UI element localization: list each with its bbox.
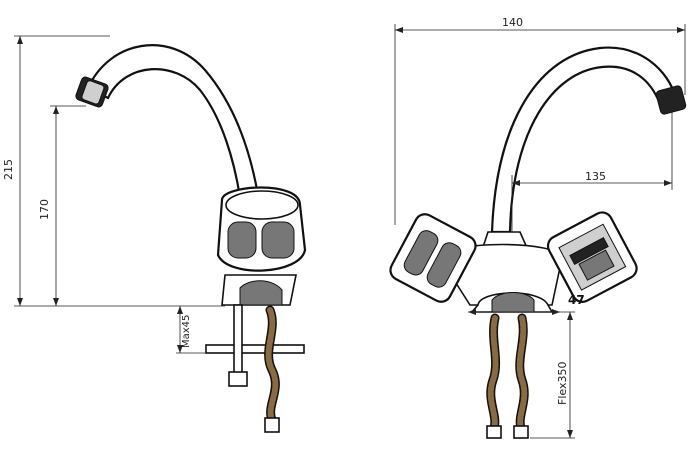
front-left-handle <box>389 213 477 303</box>
arrow-left-icon <box>512 180 520 186</box>
arrow-down-icon <box>53 298 59 306</box>
dim-label-47: 47 <box>568 293 585 307</box>
arrow-up-icon <box>567 312 573 320</box>
front-hose-right-braid <box>516 315 528 431</box>
dim-label-135: 135 <box>585 170 606 183</box>
arrow-down-icon <box>177 345 183 353</box>
front-hose-fitting-left <box>486 425 502 439</box>
side-nut <box>228 371 248 387</box>
side-spout <box>86 44 260 199</box>
side-aerator-ring <box>81 80 105 105</box>
arrow-left-icon <box>395 27 403 33</box>
arrow-up-icon <box>17 36 23 44</box>
front-right-handle <box>546 211 638 303</box>
side-mount-plate <box>205 344 305 354</box>
front-aerator <box>655 85 687 115</box>
side-handle-facet-right <box>261 221 295 259</box>
dim-label-215: 215 <box>2 159 15 180</box>
side-handle-facet-left <box>227 221 257 259</box>
side-base-shade <box>239 280 283 306</box>
front-spout <box>490 46 678 234</box>
dim-label-max45: Max45 <box>181 315 192 348</box>
left-handle-facet <box>403 230 439 276</box>
dim-label-flex350: Flex350 <box>556 362 569 405</box>
right-handle-valve <box>578 249 615 281</box>
right-handle-spindle <box>569 236 609 266</box>
arrow-up-icon <box>177 306 183 314</box>
dim-label-140: 140 <box>502 16 523 29</box>
arrow-down-icon <box>17 298 23 306</box>
side-hose-fitting <box>264 417 280 433</box>
side-handle-top <box>225 190 299 220</box>
arrow-up-icon <box>53 106 59 114</box>
arrow-right-icon <box>677 27 685 33</box>
front-hose-fitting-right <box>513 425 529 439</box>
dim-label-170: 170 <box>38 199 51 220</box>
side-view: 215 170 Max45 <box>2 35 307 433</box>
arrow-down-icon <box>567 430 573 438</box>
front-base-shade <box>491 292 535 313</box>
front-hose-left-braid <box>487 315 499 431</box>
arrow-left-icon <box>468 309 476 315</box>
left-handle-housing <box>389 213 477 303</box>
left-handle-facet <box>426 242 462 288</box>
arrow-right-icon <box>664 180 672 186</box>
front-view: 140 135 47 Flex350 <box>389 16 687 439</box>
side-hose-braid <box>265 307 279 423</box>
